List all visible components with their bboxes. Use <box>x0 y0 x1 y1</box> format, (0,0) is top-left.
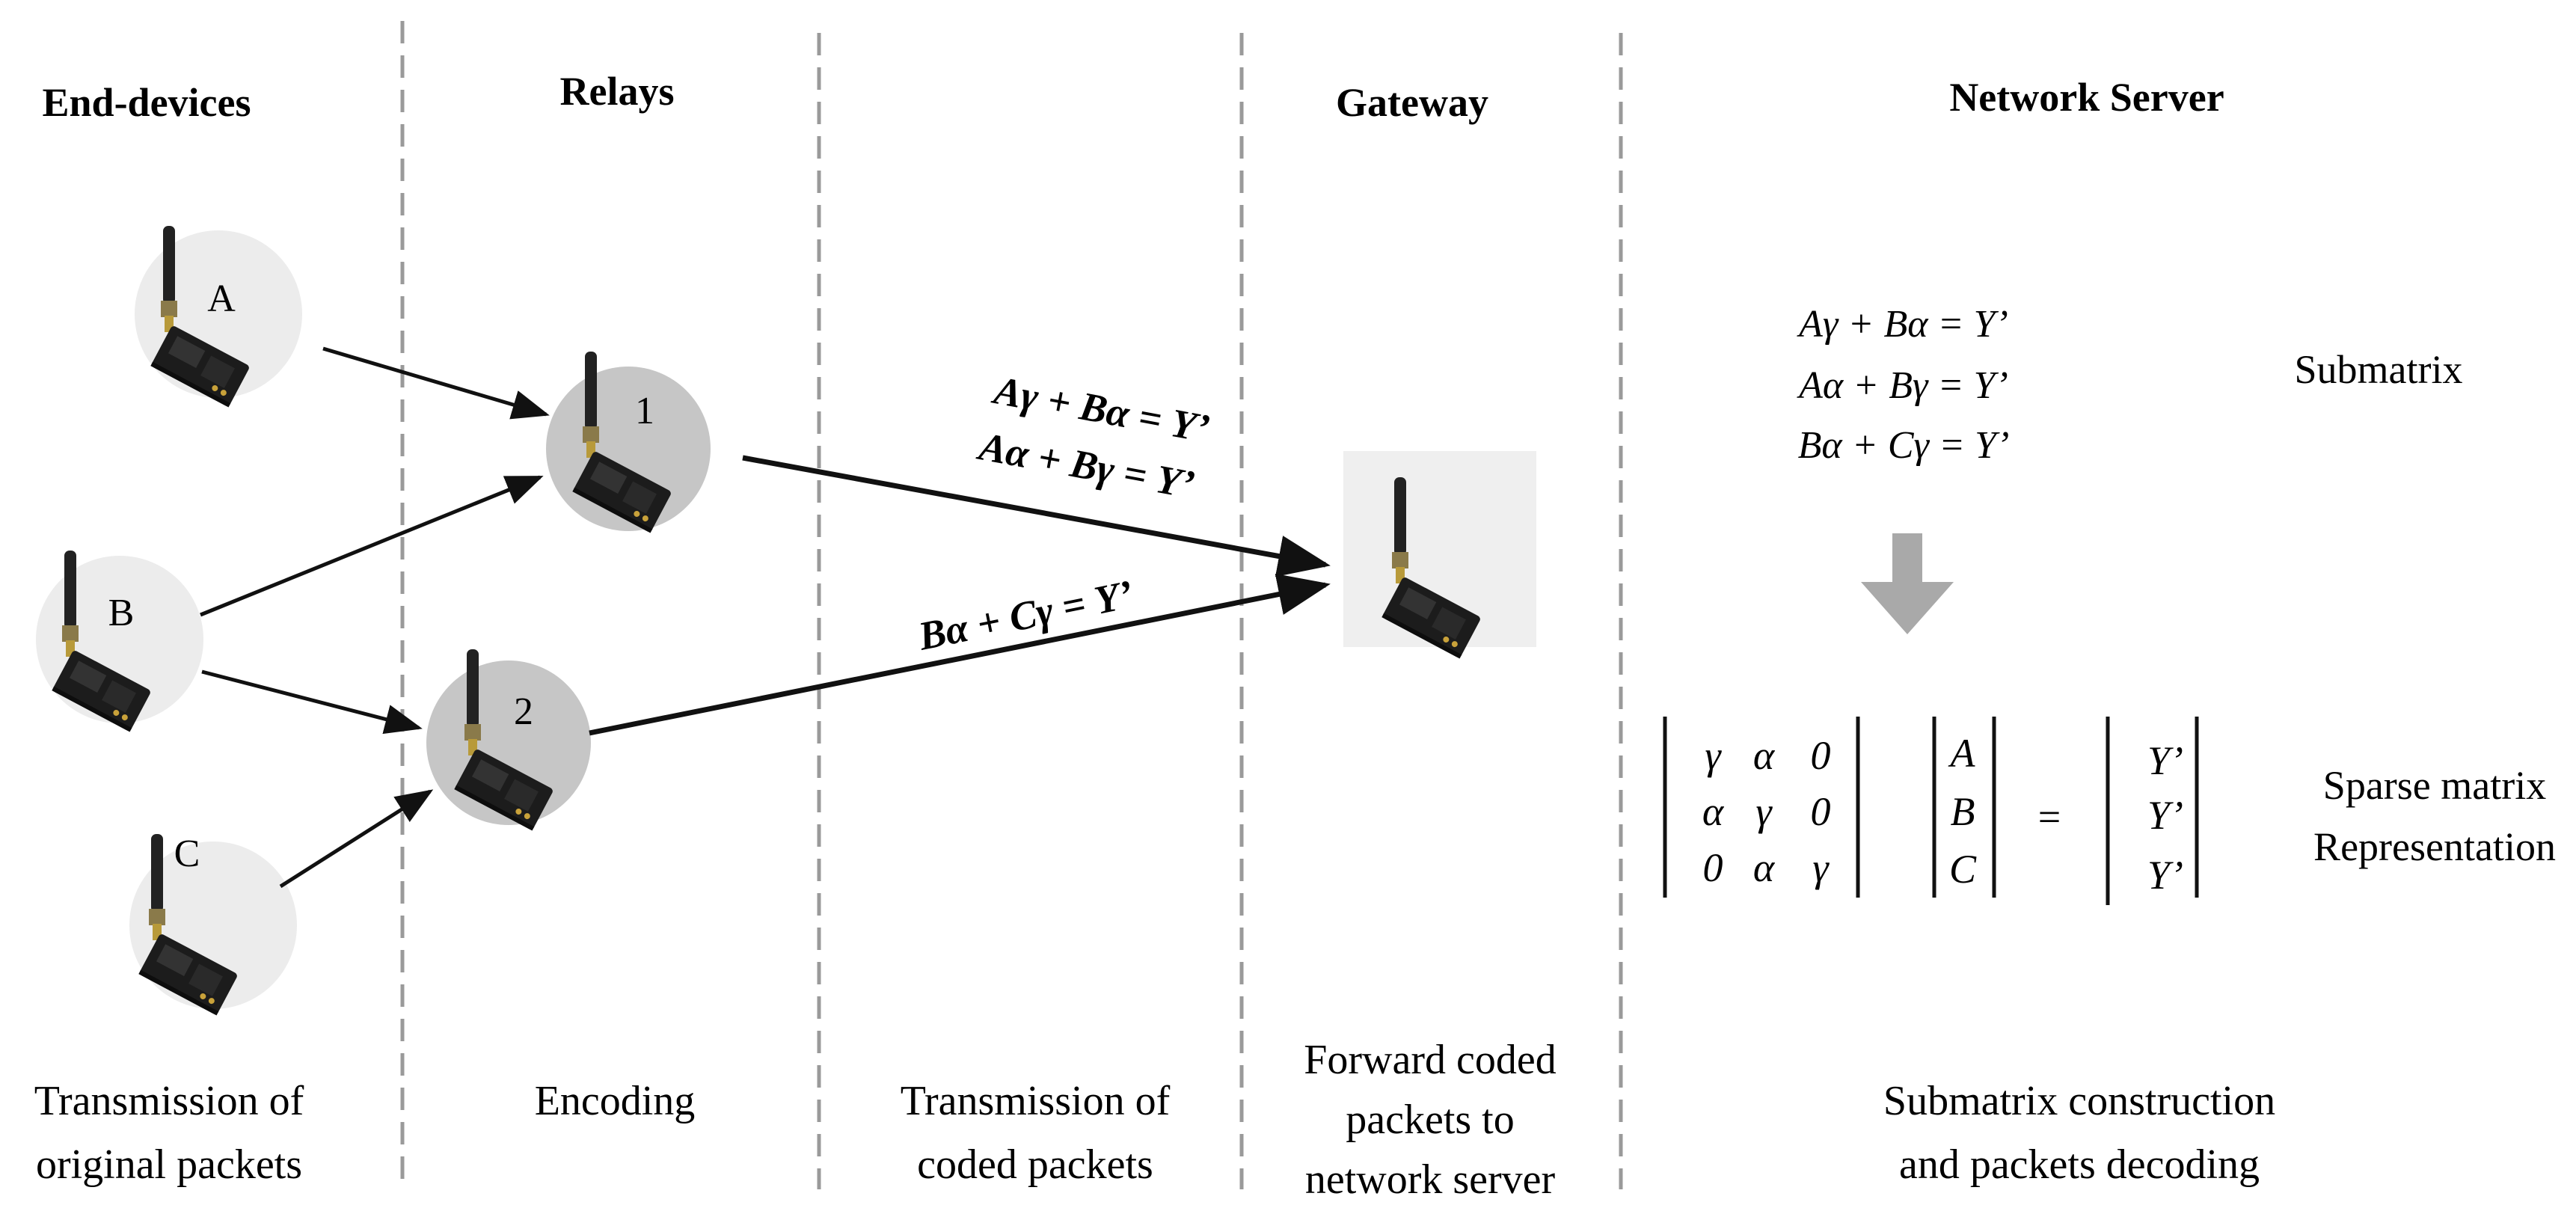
device-b-label: B <box>108 592 135 634</box>
caption-col3-line1: Transmission of <box>901 1078 1171 1124</box>
device-a-label: A <box>207 278 236 320</box>
matrix-cell-1-1: γ <box>1755 789 1773 834</box>
submatrix-label: Submatrix <box>2295 347 2463 392</box>
vector-cell-1: B <box>1951 789 1975 834</box>
header-end-devices: End-devices <box>42 80 251 125</box>
equals-sign: = <box>2038 794 2061 839</box>
header-gateway: Gateway <box>1336 80 1488 125</box>
vector-cell-2: C <box>1949 847 1977 892</box>
arrow-b-to-2 <box>201 669 423 735</box>
matrix-cell-2-2: γ <box>1812 845 1830 890</box>
sparse-label-line-2: Representation <box>2313 824 2556 869</box>
arrow-c-to-2 <box>279 789 434 889</box>
caption-col3-line2: coded packets <box>917 1141 1153 1188</box>
matrix-cell-0-0: γ <box>1705 733 1722 778</box>
caption-col5-line1: Submatrix construction <box>1883 1078 2275 1124</box>
sparse-matrix: γ α 0 α γ 0 0 α γ A B C = Y’ Y’ Y’ <box>1663 717 2199 905</box>
matrix-cell-2-1: α <box>1753 845 1776 890</box>
down-arrow-icon <box>1861 533 1954 634</box>
header-network-server: Network Server <box>1949 75 2224 120</box>
arrow-a-to-1 <box>322 346 550 420</box>
result-cell-1: Y’ <box>2147 793 2183 838</box>
device-a: A <box>135 226 302 408</box>
relay-2-label: 2 <box>514 690 533 733</box>
server-equation-1: Aγ + Bα = Y’ <box>1797 303 2008 346</box>
arrow-2-to-gateway <box>589 573 1331 736</box>
matrix-cell-2-0: 0 <box>1703 845 1723 890</box>
arrow-b-to-1 <box>200 475 544 617</box>
server-equation-3: Bα + Cγ = Y’ <box>1798 424 2010 467</box>
header-relays: Relays <box>560 69 675 114</box>
matrix-cell-1-0: α <box>1702 789 1725 834</box>
result-cell-0: Y’ <box>2147 738 2183 783</box>
caption-col1-line1: Transmission of <box>34 1078 304 1124</box>
relay-1-label: 1 <box>635 390 654 432</box>
device-c-label: C <box>174 833 200 875</box>
result-cell-2: Y’ <box>2147 853 2183 898</box>
matrix-cell-0-1: α <box>1753 733 1776 778</box>
matrix-cell-1-2: 0 <box>1811 789 1831 834</box>
caption-col5-line2: and packets decoding <box>1899 1141 2260 1188</box>
arrow-1-to-gateway <box>742 455 1331 577</box>
device-c: C <box>129 833 297 1016</box>
caption-col4-line2: packets to <box>1346 1097 1514 1143</box>
caption-col4-line3: network server <box>1305 1156 1556 1203</box>
relay-1: 1 <box>546 352 711 533</box>
column-dividers <box>400 21 1623 1189</box>
sparse-label-line-1: Sparse matrix <box>2323 763 2546 808</box>
matrix-cell-0-2: 0 <box>1811 733 1831 778</box>
vector-cell-0: A <box>1948 731 1976 776</box>
caption-col4-line1: Forward coded <box>1304 1037 1556 1083</box>
gateway-node <box>1343 451 1536 659</box>
server-equation-2: Aα + Bγ = Y’ <box>1797 364 2008 407</box>
coded-arrows <box>589 455 1331 736</box>
device-b: B <box>36 551 203 732</box>
caption-col2-line1: Encoding <box>535 1078 696 1124</box>
relay-2: 2 <box>426 649 591 831</box>
uplink-arrows <box>200 346 550 889</box>
caption-col1-line2: original packets <box>36 1141 302 1188</box>
